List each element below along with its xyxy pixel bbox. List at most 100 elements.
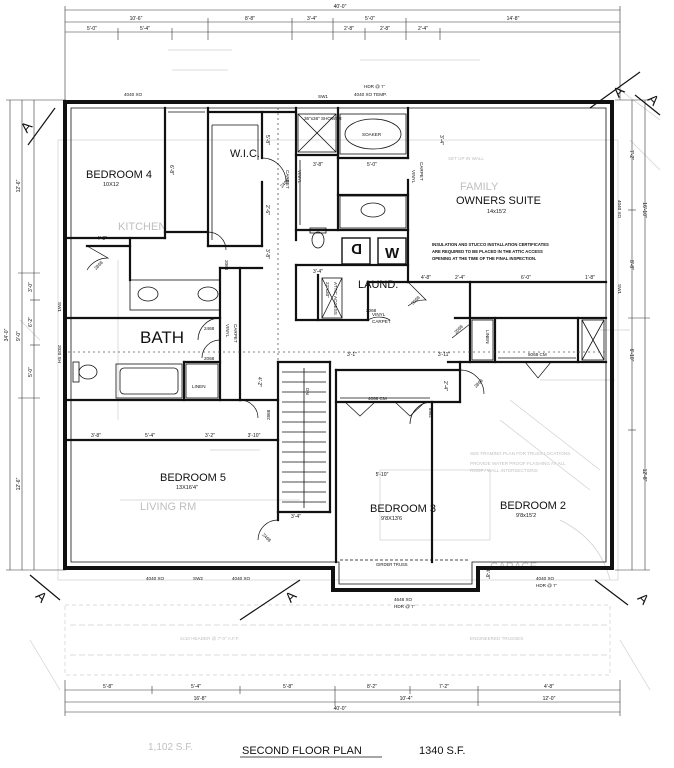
insulation-note-line-2: ARE REQUIRED TO BE PLACED IN THE ATTIC A… (432, 249, 543, 254)
bedroom4-name: BEDROOM 4 (86, 169, 152, 181)
dim-right-a2: 12'-8" (641, 469, 647, 482)
door-labels: 2868 2068 2468 2468 2068 2068 3068 2068 … (93, 178, 484, 544)
opening-xo-top-left: 4040 XO (124, 92, 143, 97)
washer-label: W (385, 245, 400, 262)
interior-dimensions: 6'-8" 4'-8" 5'-8" 2'-6" 3'-8" 3'-8" 5'-0… (91, 135, 595, 579)
bedroom2-name: BEDROOM 2 (500, 500, 566, 512)
dim-right-b3: 6'-10" (628, 349, 634, 362)
opening-sw1-top: SW1 (318, 94, 328, 99)
dim-bottom-4: 8'-2" (367, 684, 377, 690)
floor-vinyl-bath: VINYL (225, 324, 230, 338)
dim-bottom-overall: 40'-0" (334, 706, 347, 712)
section-mark-5: A (635, 590, 653, 608)
opening-sw1-right: SW1 (617, 284, 622, 294)
fixture-labels: SOAKER 36"x36" SHOWER LINEN LINEN ATTIC … (192, 116, 490, 395)
opening-hdr-bay: HDR @ 7' (394, 604, 415, 609)
linen-bath-label: LINEN (192, 384, 206, 389)
section-mark-1: A (17, 118, 36, 136)
floor-carpet-3: CARPET (372, 319, 391, 324)
dim-bath-1: 3'-8" (313, 162, 323, 168)
plan-area: 1340 S.F. (419, 745, 465, 757)
dim-top-5: 14'-8" (507, 16, 520, 22)
dim-laund-1: 3'-4" (438, 135, 444, 145)
wic-name: W.I.C. (230, 148, 260, 160)
door-b2: 2868 (473, 378, 484, 389)
plan-title: SECOND FLOOR PLAN (242, 745, 362, 757)
girder-truss-note: GIRDER TRUSS (376, 562, 408, 567)
room-labels: BEDROOM 4 10X12 W.I.C. OWNERS SUITE 14x1… (86, 148, 566, 522)
bedroom2-size: 9'8x15'2 (516, 513, 536, 519)
dim-b5-side: 4'-2" (256, 377, 262, 387)
first-floor-ghost-layer: KITCHEN LIVING RM FAMILY GARAGE SEE FRAM… (19, 49, 661, 753)
ghost-note-3: ROOF / WALL INTERSECTIONS (470, 468, 538, 473)
shower-label: 36"x36" SHOWER (304, 116, 342, 121)
dim-top-1: 10'-6" (130, 16, 143, 22)
ghost-area-label: 1,102 S.F. (148, 742, 193, 753)
ghost-note-5: ENGINEERED TRUSSES (470, 636, 523, 641)
dim-right-a1: 16'-10" (641, 202, 647, 218)
dim-right-b1: 7'-2" (628, 150, 634, 160)
dim-right-b2: 8'-8" (628, 260, 634, 270)
dim-left-b2: 6'-2" (28, 317, 34, 327)
dim-b5-3: 3'-2" (205, 433, 215, 439)
dim-wic-1: 5'-8" (264, 135, 270, 145)
dim-bottom-2: 5'-4" (191, 684, 201, 690)
dim-bottom-9: 12'-0" (543, 696, 556, 702)
dim-suite-2: 2'-4" (455, 275, 465, 281)
ghost-living-label: LIVING RM (140, 501, 196, 513)
dim-top-3: 3'-4" (307, 16, 317, 22)
opening-hdr-top: HDR @ 7' (364, 84, 385, 89)
bedroom5-size: 13X16'4" (176, 485, 198, 491)
floor-carpet-2: CARPET (419, 162, 424, 181)
dim-left-a2: 9'-0" (16, 331, 22, 341)
dryer-label: D (351, 240, 362, 257)
section-mark-6: A (645, 91, 663, 109)
door-hall: 2868 (266, 409, 271, 420)
dim-left-a1: 12'-6" (16, 179, 22, 192)
bedroom3-size: 9'8X13'6 (381, 516, 402, 522)
opening-hdr-bottom-right: HDR @ 7' (536, 583, 557, 588)
dim-top-9: 2'-8" (380, 26, 390, 32)
opening-xo-bottom-mid: 4040 XO (232, 576, 251, 581)
fixtures-outlines (68, 108, 608, 561)
dim-top-2: 8'-8" (245, 16, 255, 22)
bedroom3-name: BEDROOM 3 (370, 503, 436, 515)
door-laund: 2068 (366, 308, 377, 313)
ghost-family-label: FAMILY (460, 181, 499, 193)
floor-vinyl-3: VINYL (372, 312, 386, 317)
dim-top-7: 5'-4" (140, 26, 150, 32)
opening-closet-b2: 5068 CM (528, 352, 547, 357)
door-b4: 2868 (93, 260, 104, 271)
dim-b5-2: 5'-4" (145, 433, 155, 439)
opening-sw2-bottom: SW2 (193, 576, 203, 581)
ghost-note-6: SET UP IN WALL (448, 156, 484, 161)
dim-bottom-6: 4'-8" (544, 684, 554, 690)
door-wic: 2468 (279, 178, 290, 189)
ghost-note-2: PROVIDE WATER PROOF FLASHING AT ALL (470, 461, 566, 466)
floor-vinyl-1: VINYL (297, 170, 302, 184)
dim-suite-4: 1'-8" (585, 275, 595, 281)
floor-vinyl-2: VINYL (411, 170, 416, 184)
notes: INSULATION AND STUCCO INSTALLATION CERTI… (376, 242, 549, 567)
dim-hall-2: 3'-11" (438, 352, 451, 358)
opening-xo-bay: 4646 XO (394, 597, 413, 602)
ghost-note-1: SEE FRAMING PLAN FOR TRUSS LOCATIONS (470, 451, 570, 456)
dim-bottom-5: 7'-2" (439, 684, 449, 690)
dim-suite-3: 6'-0" (521, 275, 531, 281)
opening-closet-b3: 4068 CM (368, 396, 387, 401)
opening-xo-right: 4040 XO (617, 200, 622, 219)
attic-size-label: 22"x30" (325, 282, 330, 298)
insulation-note-line-1: INSULATION AND STUCCO INSTALLATION CERTI… (432, 242, 549, 247)
dim-b2-1: 2'-4" (442, 381, 448, 391)
dim-top-6: 5'-0" (87, 26, 97, 32)
dim-b4-h: 4'-8" (97, 236, 107, 242)
door-bath: 2468 (204, 326, 215, 331)
dim-stair-2: 3'-10" (248, 433, 261, 439)
door-b3: 2868 (428, 407, 433, 418)
dimension-texts: 40'-0" 10'-6" 8'-8" 3'-4" 5'-0" 14'-8" 5… (4, 4, 647, 712)
dim-gird-1: 4'-8" (484, 569, 490, 579)
dim-left-b1: 3'-0" (28, 282, 34, 292)
door-swings (86, 157, 552, 541)
dim-top-4: 5'-0" (365, 16, 375, 22)
